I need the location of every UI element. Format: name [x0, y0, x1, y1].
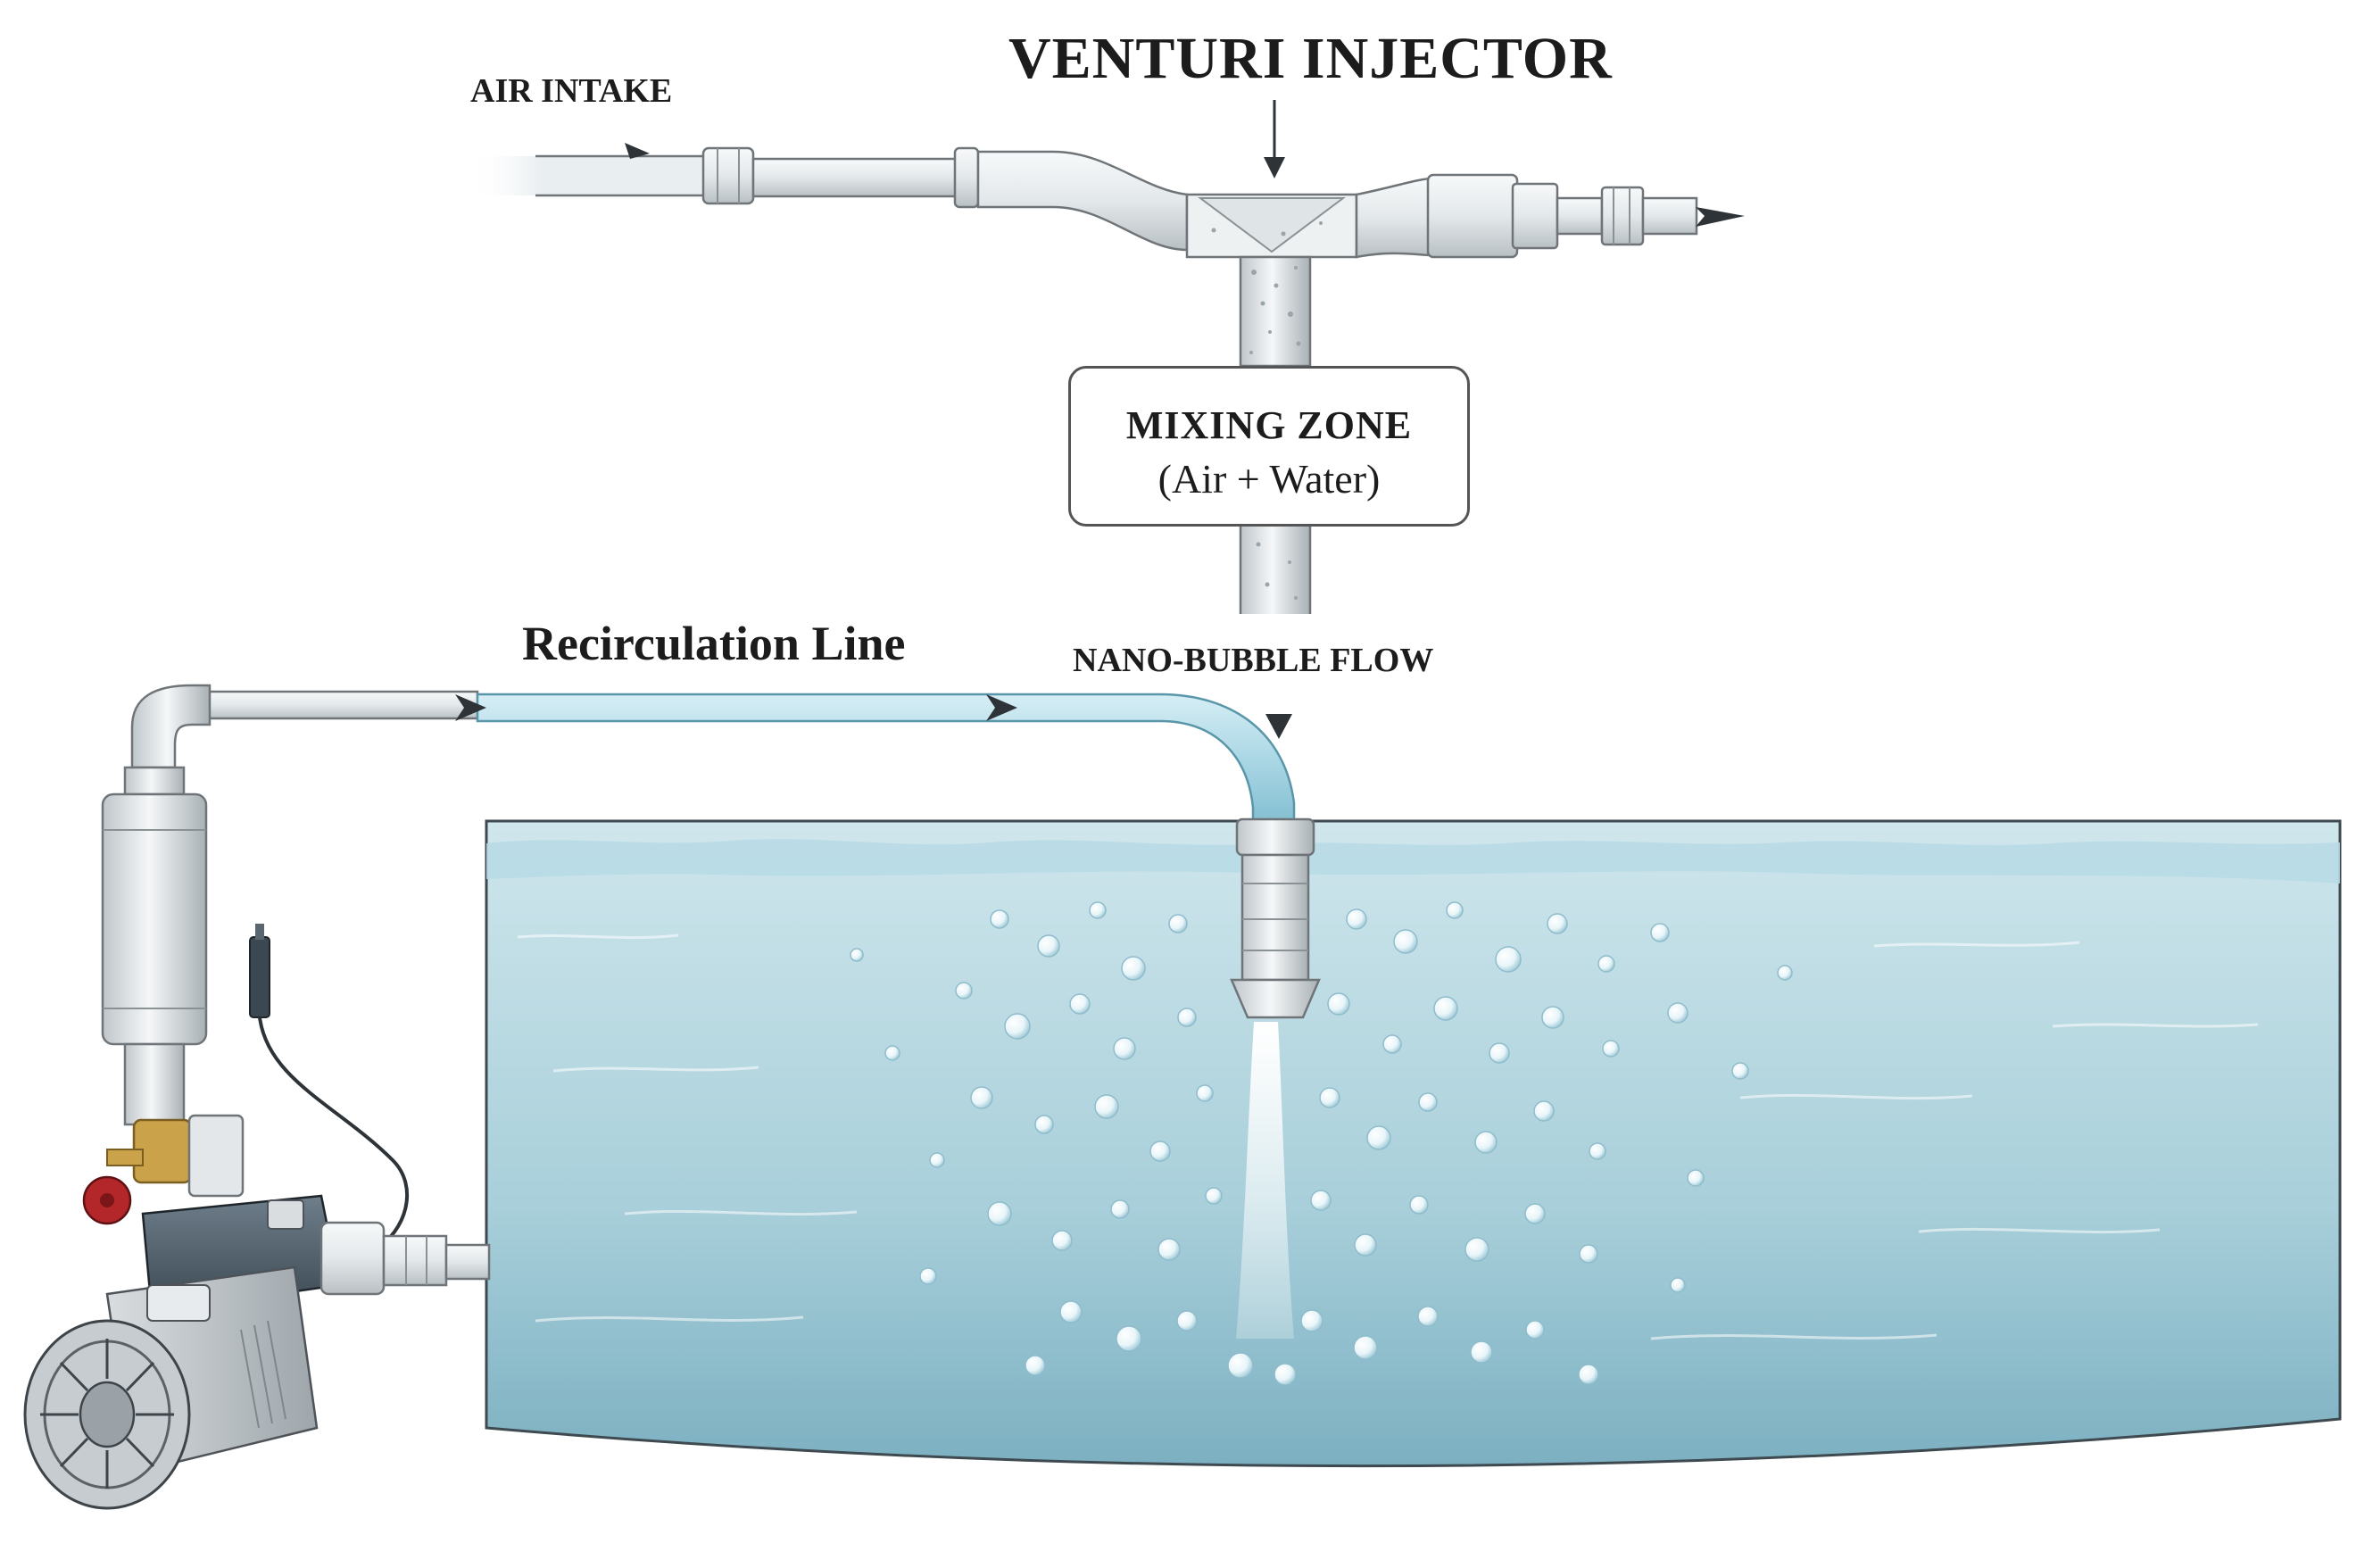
bubble-jet: [1236, 1022, 1294, 1339]
return-tube-clear: [476, 693, 1296, 832]
sensor-probe: [249, 936, 270, 1018]
filter-canister: [101, 792, 208, 1046]
nano-bubble-flow-label: NANO-BUBBLE FLOW: [1073, 642, 1434, 679]
water-ripples: [517, 933, 2259, 1340]
air-intake-label: AIR INTAKE: [470, 72, 673, 110]
pressure-switch: [187, 1114, 245, 1198]
tank-outline: [485, 819, 2342, 1468]
bubbles: [850, 901, 1793, 1386]
venturi-diverging-section: [1355, 177, 1434, 259]
mixing-speckles: [1211, 221, 1323, 600]
nano-flow-marker: [1265, 714, 1292, 739]
air-arrow: [625, 143, 650, 159]
venturi-converging-section: [976, 150, 1189, 252]
outlet-arrow: [1696, 207, 1745, 227]
mixing-zone-callout: MIXING ZONE (Air + Water): [1068, 366, 1470, 527]
water-surface: [486, 839, 2340, 884]
air-intake-pipe: [469, 156, 709, 195]
return-pipe-grey: [190, 690, 479, 720]
flow-arrow: [455, 694, 486, 721]
coupler: [701, 146, 755, 205]
pump-assembly: [23, 684, 491, 1510]
injector-arrow-head: [1264, 157, 1285, 178]
diffuser-nozzle: [1235, 817, 1315, 857]
elbow-fitting: [130, 684, 212, 769]
water-tank: [485, 819, 2342, 1468]
recirculation-line-label: Recirculation Line: [522, 617, 906, 670]
venturi-assembly: [469, 100, 1745, 614]
mixing-zone-sublabel: (Air + Water): [1157, 456, 1381, 502]
mixing-tube: [1239, 255, 1312, 368]
motor-fins: [240, 1320, 286, 1429]
pump-inlet-fitting: [319, 1221, 386, 1296]
diagram-title: VENTURI INJECTOR: [1008, 26, 1613, 91]
flow-arrow: [986, 694, 1017, 721]
sensor-cable: [258, 1016, 409, 1251]
mixing-zone-label: MIXING ZONE: [1125, 403, 1413, 447]
